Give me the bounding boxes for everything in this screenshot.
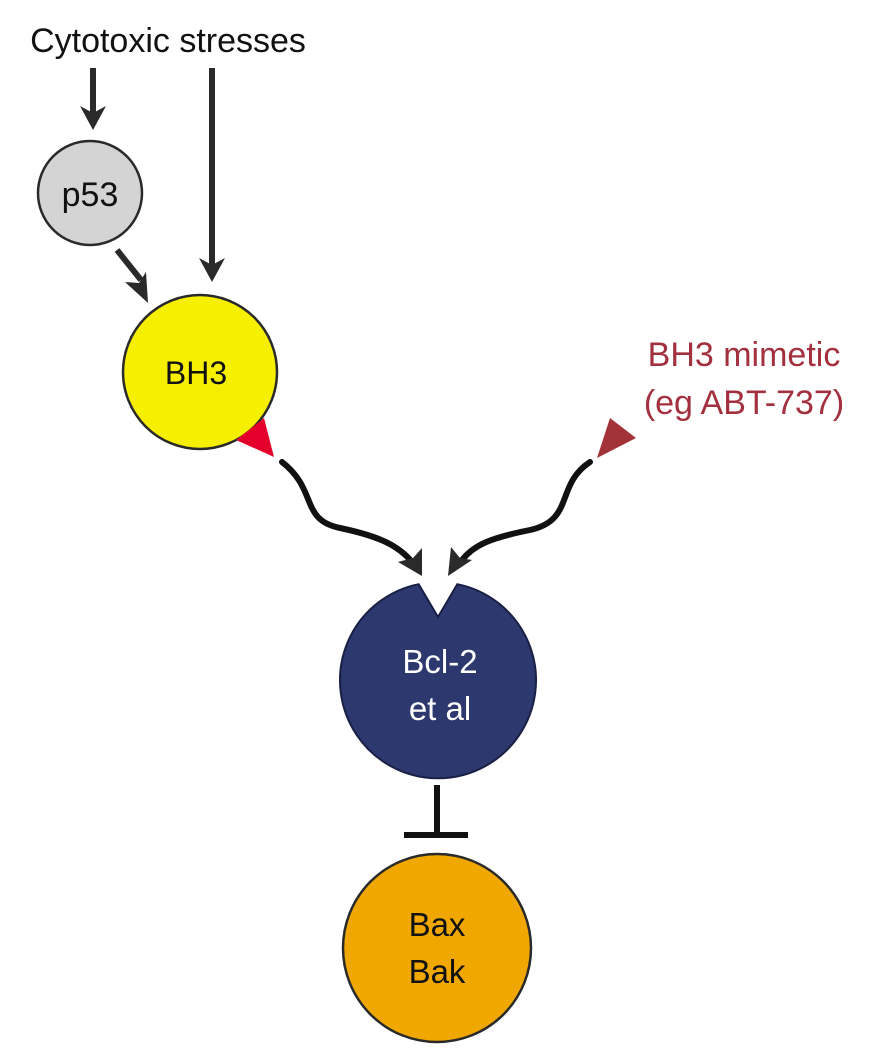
bh3-node: BH3 <box>121 293 279 451</box>
bh3-mimetic-label: BH3 mimetic <box>648 336 841 374</box>
bh3-mimetic-example-label: (eg ABT-737) <box>644 384 844 422</box>
bax-label: Bax <box>409 906 466 943</box>
arrow-mimetic-to-bcl2 <box>448 459 593 576</box>
arrow-p53-to-bh3 <box>114 248 148 303</box>
bh3-label: BH3 <box>165 355 227 391</box>
bh3-mimetic-icon <box>597 418 636 458</box>
bh3-binding-domain-icon <box>236 418 274 457</box>
arrow-stress-to-bh3 <box>199 68 225 282</box>
bcl2-node: Bcl-2 et al <box>339 583 537 780</box>
cytotoxic-stresses-label: Cytotoxic stresses <box>30 22 306 60</box>
bcl2-et-al-label: et al <box>409 690 471 727</box>
arrow-stress-to-p53 <box>80 68 106 130</box>
arrow-bh3-to-bcl2 <box>279 459 422 576</box>
p53-label: p53 <box>62 176 119 214</box>
p53-node: p53 <box>36 139 144 247</box>
bak-label: Bak <box>409 953 466 990</box>
bax-bak-node: Bax Bak <box>341 852 533 1044</box>
bcl2-label: Bcl-2 <box>402 643 477 680</box>
inhibition-bcl2-to-baxbak <box>404 785 468 838</box>
